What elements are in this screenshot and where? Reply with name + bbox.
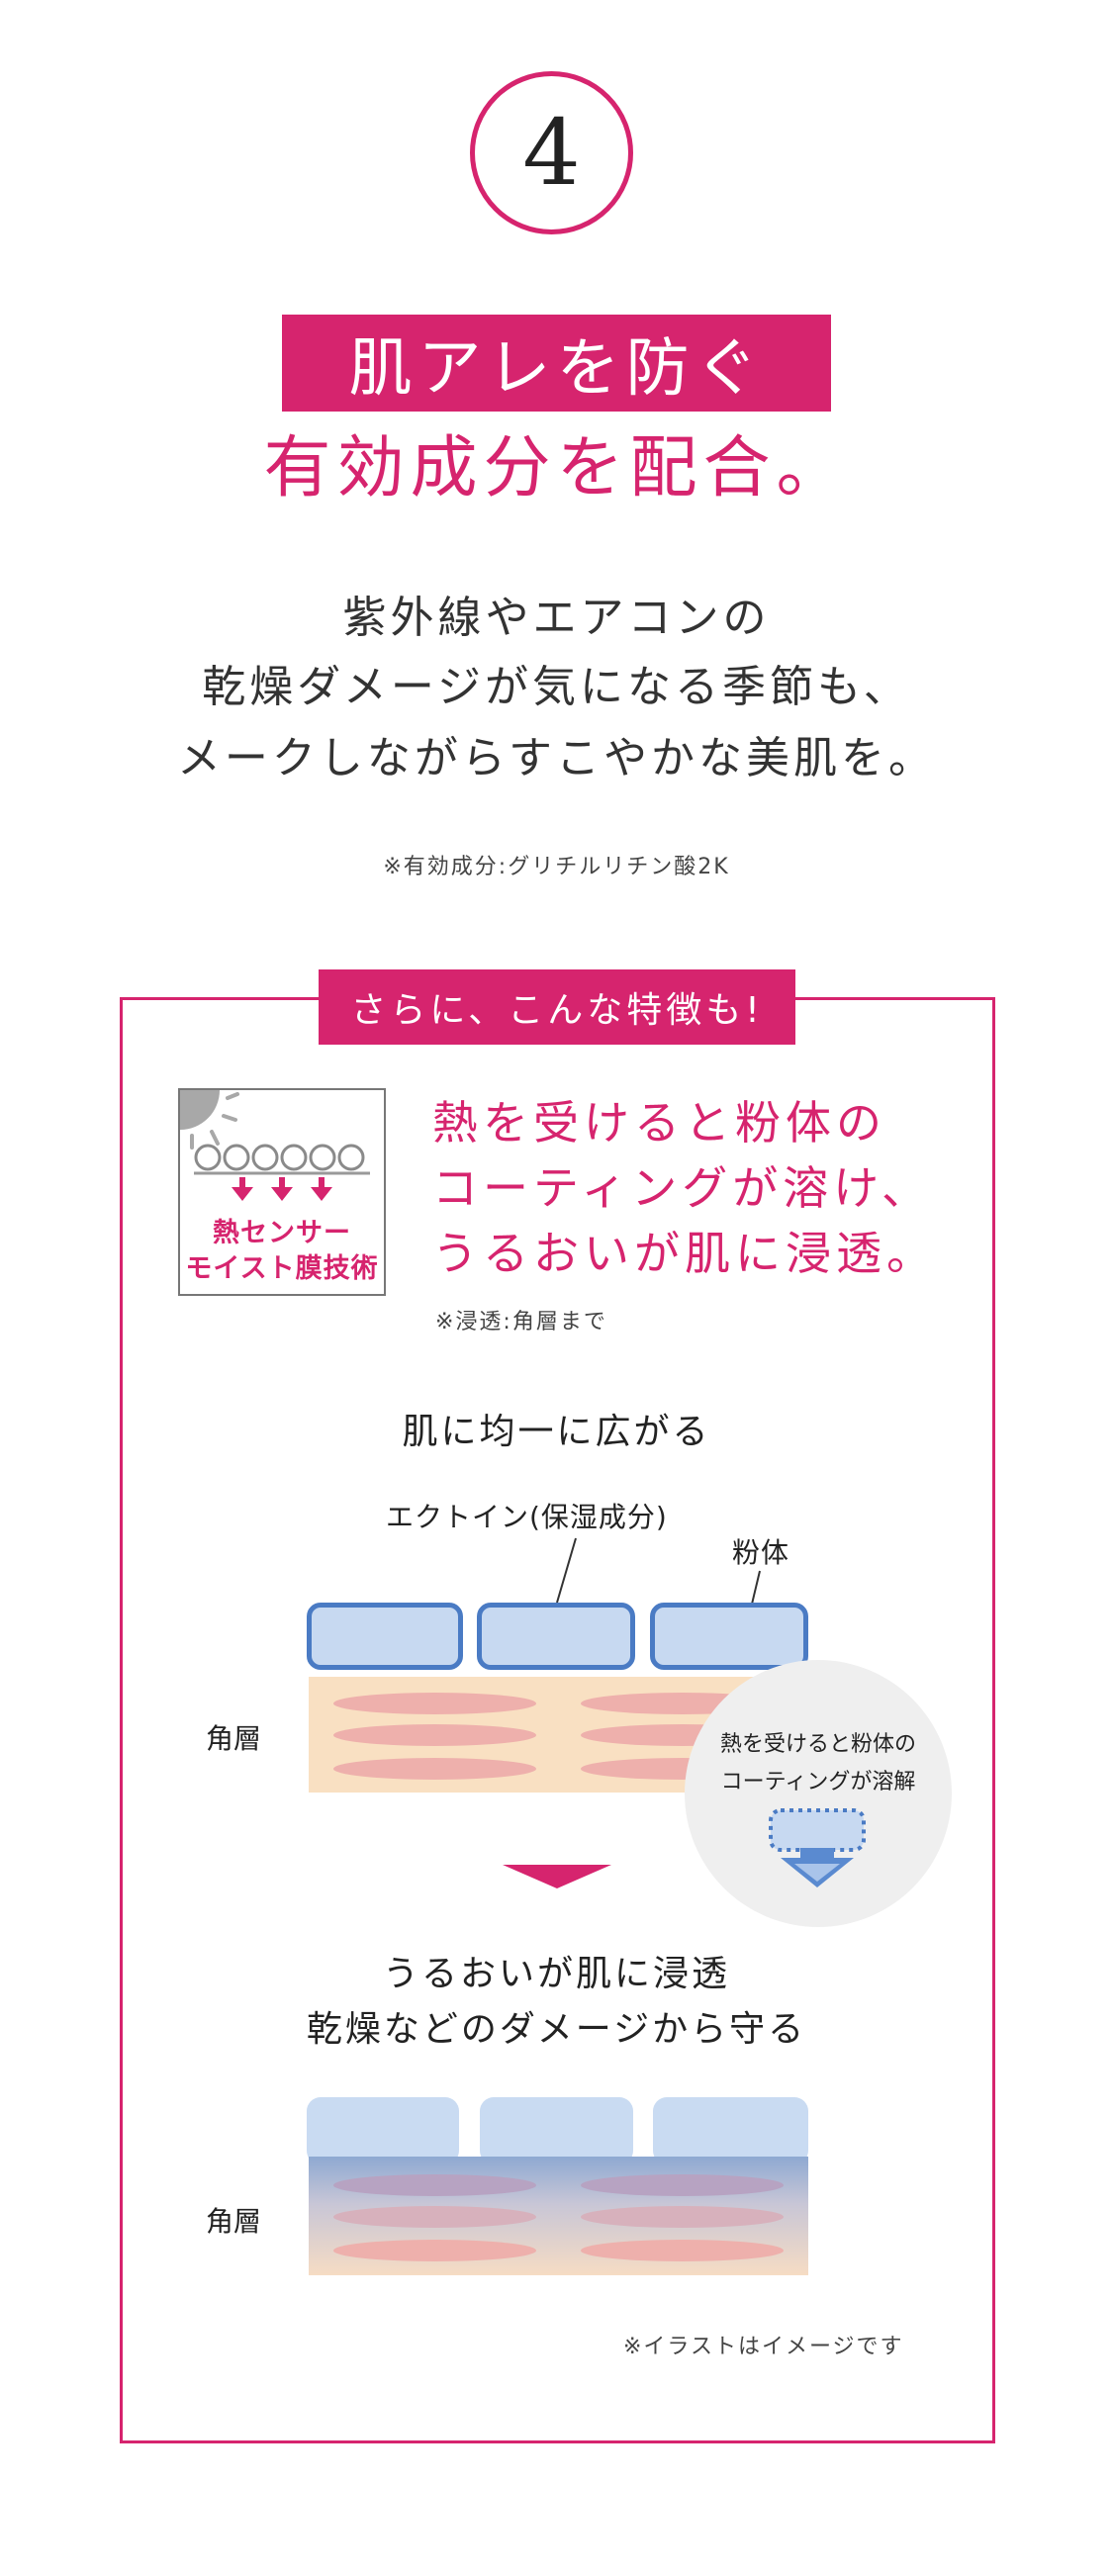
tech-label-line2: モイスト膜技術: [185, 1253, 379, 1284]
coated-powder-2: [477, 1603, 635, 1670]
powder-label: 粉体: [732, 1536, 790, 1569]
penetration-note: ※浸透:角層まで: [435, 1310, 607, 1334]
heat-sensor-icon: [180, 1090, 370, 1201]
ingredient-note: ※有効成分:グリチルリチン酸2K: [383, 855, 730, 879]
step-number-circle: 4: [470, 71, 633, 234]
melted-powder-2: [480, 2097, 633, 2164]
step-number: 4: [522, 99, 581, 206]
illustration-note: ※イラストはイメージです: [623, 2335, 904, 2359]
feature-text-line3: うるおいが肌に浸透。: [432, 1227, 937, 1280]
diagram1-title: 肌に均一に広がる: [402, 1412, 711, 1452]
headline-line1: 肌アレを防ぐ: [348, 332, 765, 406]
headline-line2: 有効成分を配合。: [263, 429, 850, 507]
intro-line2: 乾燥ダメージが気になる季節も、: [202, 662, 911, 712]
coated-powder-3: [650, 1603, 808, 1670]
leader-lines: [556, 1537, 761, 1638]
transition-arrow-icon: [503, 1865, 611, 1888]
melted-powder-1: [307, 2097, 459, 2164]
melting-powder-icon: [769, 1808, 866, 1887]
intro-line1: 紫外線やエアコンの: [342, 593, 771, 643]
feature-badge: さらに、こんな特徴も!: [319, 969, 795, 1045]
stratum-corneum-2: [309, 2157, 808, 2275]
bubble-text: 熱を受けると粉体の コーティングが溶解: [685, 1726, 952, 1801]
bubble-text-line1: 熱を受けると粉体の: [719, 1732, 916, 1757]
strata-label-1: 角層: [206, 1722, 262, 1755]
feature-text-line2: コーティングが溶け、: [432, 1161, 932, 1215]
melted-powder-3: [653, 2097, 808, 2164]
coated-powder-1: [307, 1603, 463, 1670]
headline-highlight: 肌アレを防ぐ: [282, 315, 831, 412]
strata-label-2: 角層: [206, 2205, 262, 2238]
ectoin-label: エクトイン(保湿成分): [386, 1501, 668, 1533]
diagram2-title-line1: うるおいが肌に浸透: [382, 1954, 730, 1994]
bubble-text-line2: コーティングが溶解: [720, 1770, 916, 1794]
feature-text-line1: 熱を受けると粉体の: [432, 1096, 886, 1150]
feature-badge-label: さらに、こんな特徴も!: [350, 990, 764, 1031]
intro-line3: メークしながらすこやかな美肌を。: [176, 733, 937, 783]
diagram2-title-line2: 乾燥などのダメージから守る: [306, 2009, 807, 2050]
tech-label-line1: 熱センサー: [213, 1218, 351, 1248]
tech-icon-box: 熱センサー モイスト膜技術: [178, 1088, 386, 1296]
